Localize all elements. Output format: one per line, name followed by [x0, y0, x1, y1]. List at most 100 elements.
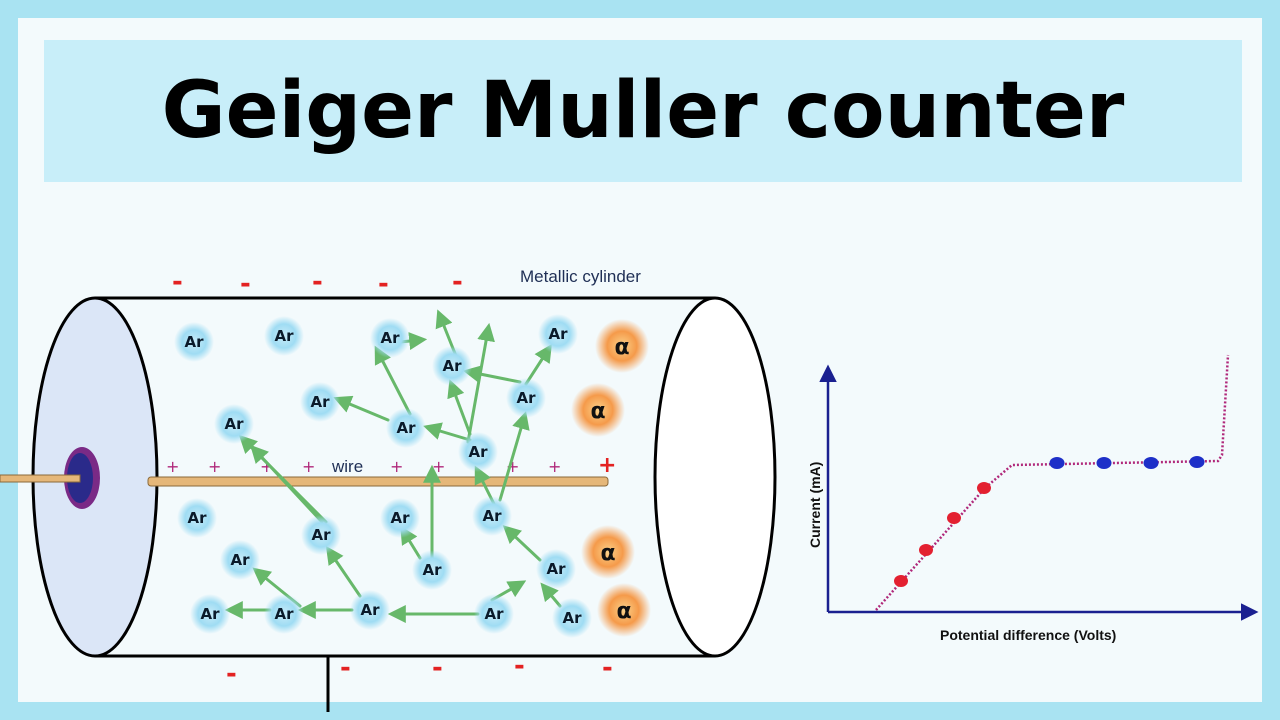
svg-text:Ar: Ar	[274, 605, 294, 623]
rising-point	[977, 482, 991, 494]
plus-sign: +	[390, 457, 403, 476]
svg-text:Ar: Ar	[484, 605, 504, 623]
alpha-particle: α	[571, 383, 625, 437]
argon-atom: Ar	[474, 594, 514, 634]
svg-text:Ar: Ar	[274, 327, 294, 345]
minus-sign: -	[172, 267, 183, 297]
svg-text:Ar: Ar	[230, 551, 250, 569]
ion-arrow	[498, 411, 530, 502]
ion-arrow	[333, 395, 390, 422]
argon-atom: Ar	[301, 515, 341, 555]
iv-graph: Potential difference (Volts) Current (mA…	[807, 354, 1259, 643]
argon-atom: Ar	[412, 550, 452, 590]
svg-text:Ar: Ar	[187, 509, 207, 527]
minus-sign: -	[240, 269, 251, 299]
svg-text:Ar: Ar	[390, 509, 410, 527]
svg-text:Ar: Ar	[380, 329, 400, 347]
minus-sign: -	[312, 267, 323, 297]
ion-arrow	[524, 343, 552, 386]
argon-atom: Ar	[432, 346, 472, 386]
plateau-point	[1049, 457, 1065, 469]
svg-text:α: α	[614, 335, 629, 360]
svg-text:Ar: Ar	[546, 560, 566, 578]
svg-text:Ar: Ar	[516, 389, 536, 407]
argon-atom: Ar	[370, 318, 410, 358]
negative-charges-top: -----	[172, 267, 463, 299]
svg-text:Ar: Ar	[310, 393, 330, 411]
argon-atom: Ar	[300, 382, 340, 422]
alpha-particle: α	[581, 525, 635, 579]
ion-arrow	[374, 345, 412, 416]
svg-text:Ar: Ar	[562, 609, 582, 627]
plateau-point	[1189, 456, 1205, 468]
plus-sign: +	[598, 453, 616, 478]
argon-atom: Ar	[552, 598, 592, 638]
rising-point	[894, 575, 908, 587]
argon-atom: Ar	[214, 404, 254, 444]
argon-atom: Ar	[458, 432, 498, 472]
minus-sign: -	[602, 653, 613, 683]
minus-sign: -	[514, 651, 525, 681]
characteristic-curve	[875, 354, 1230, 611]
svg-text:α: α	[590, 399, 605, 424]
plus-sign: +	[208, 457, 221, 476]
svg-text:Ar: Ar	[184, 333, 204, 351]
svg-text:Ar: Ar	[224, 415, 244, 433]
svg-text:Ar: Ar	[360, 601, 380, 619]
title-banner	[44, 40, 1242, 182]
plus-sign: +	[548, 457, 561, 476]
cylinder-right-end	[653, 296, 777, 658]
ion-arrow	[325, 546, 362, 598]
argon-atom: Ar	[177, 498, 217, 538]
cylinder-label: Metallic cylinder	[520, 267, 641, 286]
wire-label: wire	[331, 457, 363, 476]
svg-text:α: α	[616, 599, 631, 624]
rising-point	[947, 512, 961, 524]
minus-sign: -	[432, 653, 443, 683]
rising-point	[919, 544, 933, 556]
positive-charges-wire: +++++++++	[166, 453, 616, 478]
svg-text:Ar: Ar	[311, 526, 331, 544]
argon-atom: Ar	[538, 314, 578, 354]
ion-arrow	[462, 365, 522, 384]
page-title: Geiger Muller counter	[161, 66, 1125, 156]
svg-text:α: α	[600, 541, 615, 566]
ion-arrow	[250, 444, 324, 524]
svg-text:Ar: Ar	[422, 561, 442, 579]
minus-sign: -	[226, 659, 237, 689]
svg-text:Ar: Ar	[442, 357, 462, 375]
argon-atom: Ar	[380, 498, 420, 538]
plus-sign: +	[432, 457, 445, 476]
argon-atom: Ar	[174, 322, 214, 362]
metallic-cylinder	[31, 296, 777, 658]
svg-text:Ar: Ar	[468, 443, 488, 461]
argon-atom: Ar	[264, 594, 304, 634]
ion-arrow	[540, 582, 562, 608]
central-wire	[0, 474, 609, 712]
plateau-point	[1143, 457, 1159, 469]
ion-arrow	[466, 322, 495, 444]
alpha-particle: α	[597, 583, 651, 637]
ion-arrow	[447, 379, 472, 436]
svg-text:Ar: Ar	[482, 507, 502, 525]
argon-atom: Ar	[220, 540, 260, 580]
argon-atom: Ar	[506, 378, 546, 418]
svg-text:Ar: Ar	[396, 419, 416, 437]
minus-sign: -	[378, 269, 389, 299]
alpha-particles: α α α α	[571, 319, 651, 637]
argon-atom: Ar	[190, 594, 230, 634]
svg-text:Ar: Ar	[548, 325, 568, 343]
ionization-arrows	[224, 309, 562, 623]
argon-atom: Ar	[350, 590, 390, 630]
argon-atom: Ar	[264, 316, 304, 356]
minus-sign: -	[340, 653, 351, 683]
plateau-point	[1096, 457, 1112, 469]
alpha-particle: α	[595, 319, 649, 373]
plus-sign: +	[166, 457, 179, 476]
y-axis-label: Current (mA)	[807, 462, 823, 548]
ion-arrow	[423, 422, 472, 442]
argon-atom: Ar	[386, 408, 426, 448]
